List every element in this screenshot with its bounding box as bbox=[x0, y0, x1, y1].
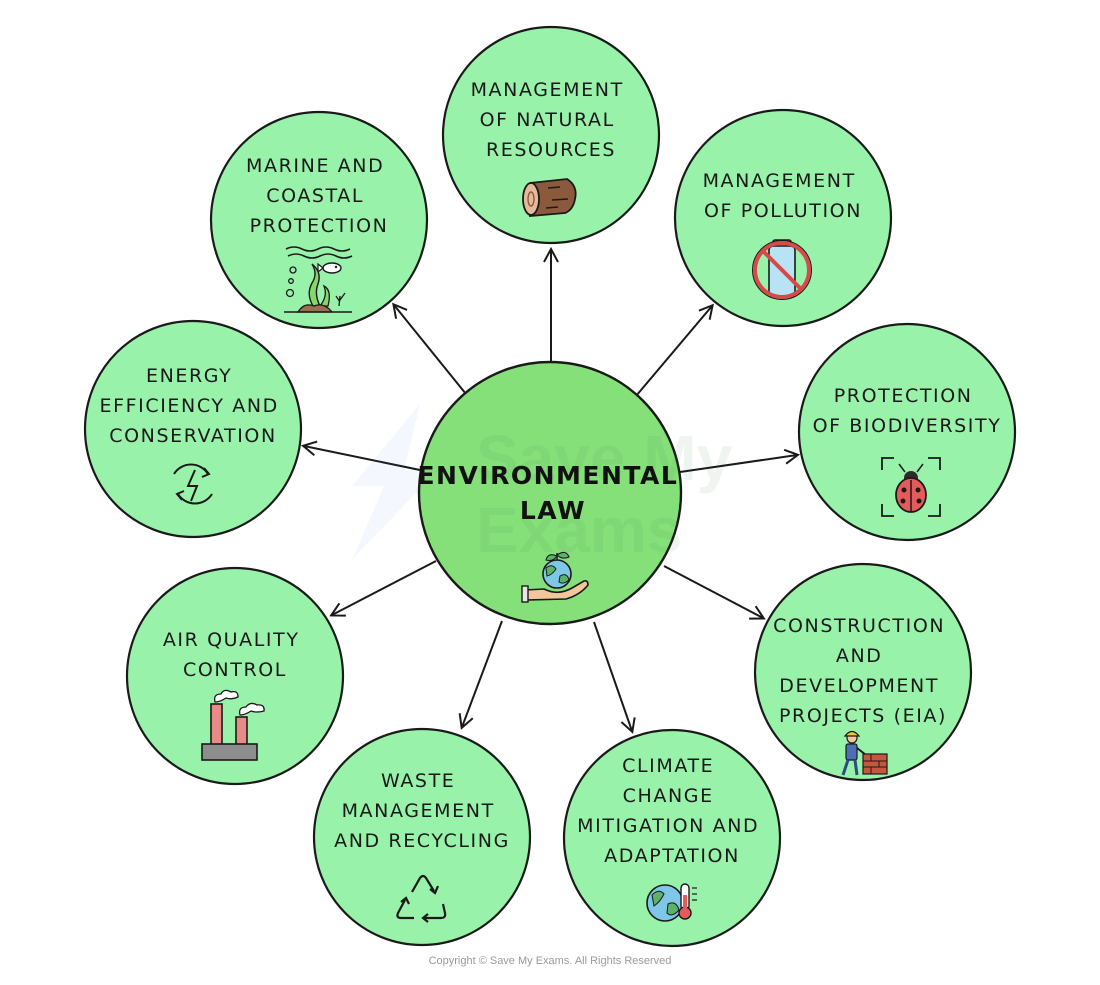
copyright-notice: Copyright © Save My Exams. All Rights Re… bbox=[428, 955, 672, 967]
node-construction: CONSTRUCTION AND DEVELOPMENT PROJECTS (E… bbox=[753, 562, 973, 782]
node-label: ENERGY EFFICIENCY AND CONSERVATION bbox=[99, 365, 286, 447]
connector-arrows bbox=[304, 250, 797, 731]
node-label: AIR QUALITY CONTROL bbox=[163, 629, 307, 681]
node-energy: ENERGY EFFICIENCY AND CONSERVATION bbox=[83, 319, 303, 539]
arrow-marine bbox=[394, 305, 467, 395]
node-pollution: MANAGEMENT OF POLLUTION bbox=[673, 108, 893, 328]
node-circle bbox=[562, 728, 782, 948]
log-icon bbox=[522, 178, 577, 217]
node-label: CONSTRUCTION AND DEVELOPMENT PROJECTS (E… bbox=[773, 615, 953, 727]
renewable-energy-icon bbox=[173, 463, 213, 505]
svg-text:Exams: Exams bbox=[476, 494, 682, 566]
builder-icon bbox=[841, 730, 888, 776]
node-climate: CLIMATE CHANGE MITIGATION AND ADAPTATION bbox=[562, 728, 782, 948]
svg-text:Save My: Save My bbox=[476, 422, 733, 494]
node-air: AIR QUALITY CONTROL bbox=[125, 566, 345, 786]
node-circle bbox=[83, 319, 303, 539]
node-natural-resources: MANAGEMENT OF NATURAL RESOURCES bbox=[441, 25, 661, 245]
node-circle bbox=[209, 110, 429, 330]
no-plastic-bottle-icon bbox=[752, 239, 812, 300]
center-circle bbox=[417, 360, 683, 626]
node-circle bbox=[441, 25, 661, 245]
node-circle bbox=[673, 108, 893, 328]
recycle-icon bbox=[396, 874, 447, 923]
arrow-waste bbox=[462, 620, 503, 727]
node-label: MANAGEMENT OF POLLUTION bbox=[703, 170, 864, 222]
factory-icon bbox=[201, 689, 265, 761]
node-circle bbox=[797, 322, 1017, 542]
watermark: Save My Exams bbox=[352, 404, 733, 566]
node-label: CLIMATE CHANGE MITIGATION AND ADAPTATION bbox=[577, 755, 767, 867]
center-label: ENVIRONMENTAL LAW bbox=[417, 461, 688, 525]
node-circle bbox=[753, 562, 973, 782]
node-label: MANAGEMENT OF NATURAL RESOURCES bbox=[471, 79, 632, 161]
globe-thermometer-icon bbox=[646, 883, 697, 922]
node-label: PROTECTION OF BIODIVERSITY bbox=[813, 385, 1002, 437]
arrow-climate bbox=[593, 621, 632, 731]
node-waste: WASTE MANAGEMENT AND RECYCLING bbox=[312, 727, 532, 947]
arrow-energy bbox=[304, 446, 421, 471]
arrow-construction bbox=[663, 565, 763, 618]
arrow-pollution bbox=[635, 306, 712, 397]
arrow-air bbox=[332, 560, 437, 615]
node-biodiversity: PROTECTION OF BIODIVERSITY bbox=[797, 322, 1017, 542]
arrow-biodiversity bbox=[679, 455, 797, 473]
seaweed-fish-icon bbox=[284, 246, 353, 313]
center-node: Save My Exams ENVIRONMENTAL LAW bbox=[352, 360, 733, 626]
ladybug-icon bbox=[881, 457, 941, 517]
node-circle bbox=[125, 566, 345, 786]
node-circle bbox=[312, 727, 532, 947]
hands-holding-globe-icon bbox=[521, 551, 589, 603]
node-label: MARINE AND COASTAL PROTECTION bbox=[246, 155, 392, 237]
node-marine: MARINE AND COASTAL PROTECTION bbox=[209, 110, 429, 330]
node-label: WASTE MANAGEMENT AND RECYCLING bbox=[334, 770, 510, 852]
